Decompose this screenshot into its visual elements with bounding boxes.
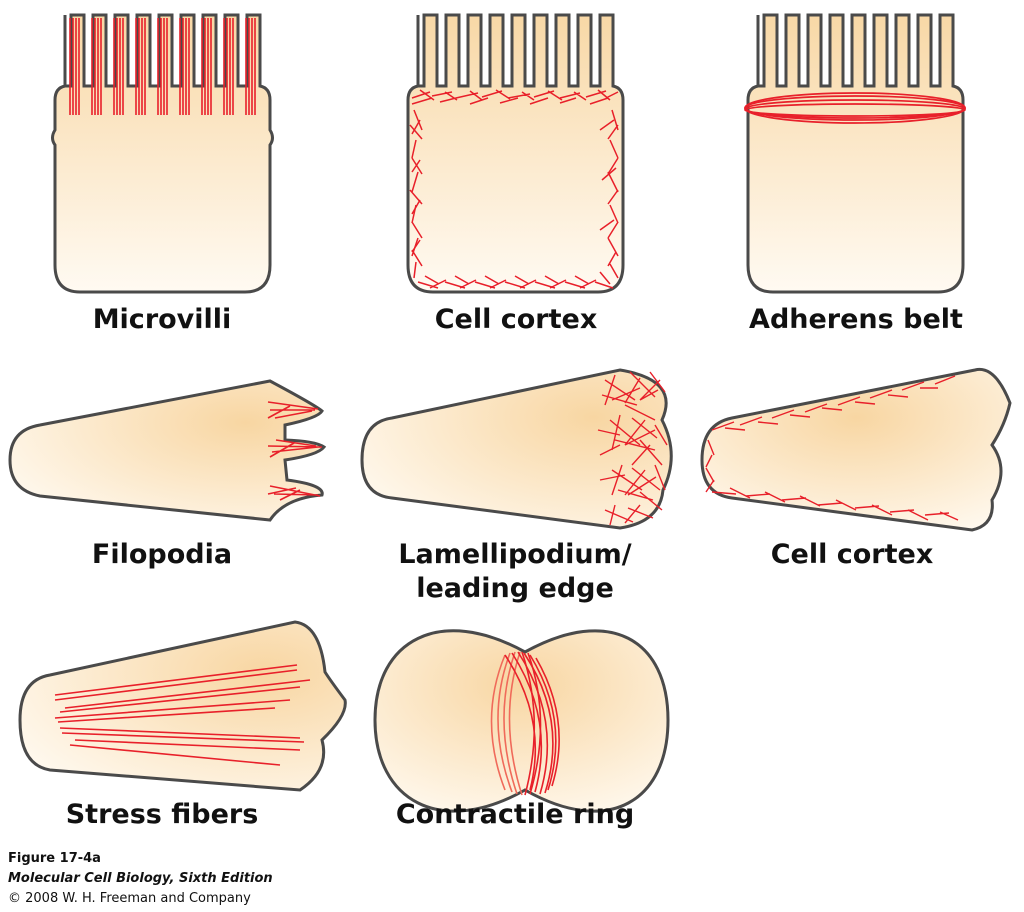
stress-fibers-cell [18,620,347,792]
label-adherens-belt: Adherens belt [749,304,963,335]
label-cell-cortex-mid: Cell cortex [770,539,934,570]
label-cell-cortex-top: Cell cortex [434,304,598,335]
label-filopodia: Filopodia [91,539,233,570]
filopodia-actin-bundles [267,401,323,501]
cortex-mid-actin-mesh [705,375,959,521]
cell-cortex-top-cell [406,13,625,294]
stress-fibers-actin [54,664,311,766]
adherens-belt-bundle [744,92,966,124]
label-microvilli: Microvilli [92,304,232,335]
cell-cortex-mid-cell [700,367,1012,532]
lamellipodium-cell [360,368,673,530]
microvilli-cell [51,13,274,294]
filopodia-cell [8,379,327,522]
label-stress-fibers: Stress fibers [65,799,259,830]
lamellipodium-actin-mesh [597,371,668,526]
label-contractile-ring: Contractile ring [395,799,635,830]
cortex-actin-mesh [409,89,619,289]
microvilli-actin-bundles [69,18,256,115]
label-lamellipodium-line1: Lamellipodium/ [398,539,632,570]
label-lamellipodium-line2: leading edge [416,573,614,604]
contractile-ring-actin [490,651,560,796]
caption-copyright: © 2008 W. H. Freeman and Company [8,891,251,906]
caption-book-title: Molecular Cell Biology, Sixth Edition [8,871,273,886]
caption-figure-number: Figure 17-4a [8,851,101,866]
contractile-ring-cell [373,629,670,813]
adherens-belt-cell [744,13,966,294]
